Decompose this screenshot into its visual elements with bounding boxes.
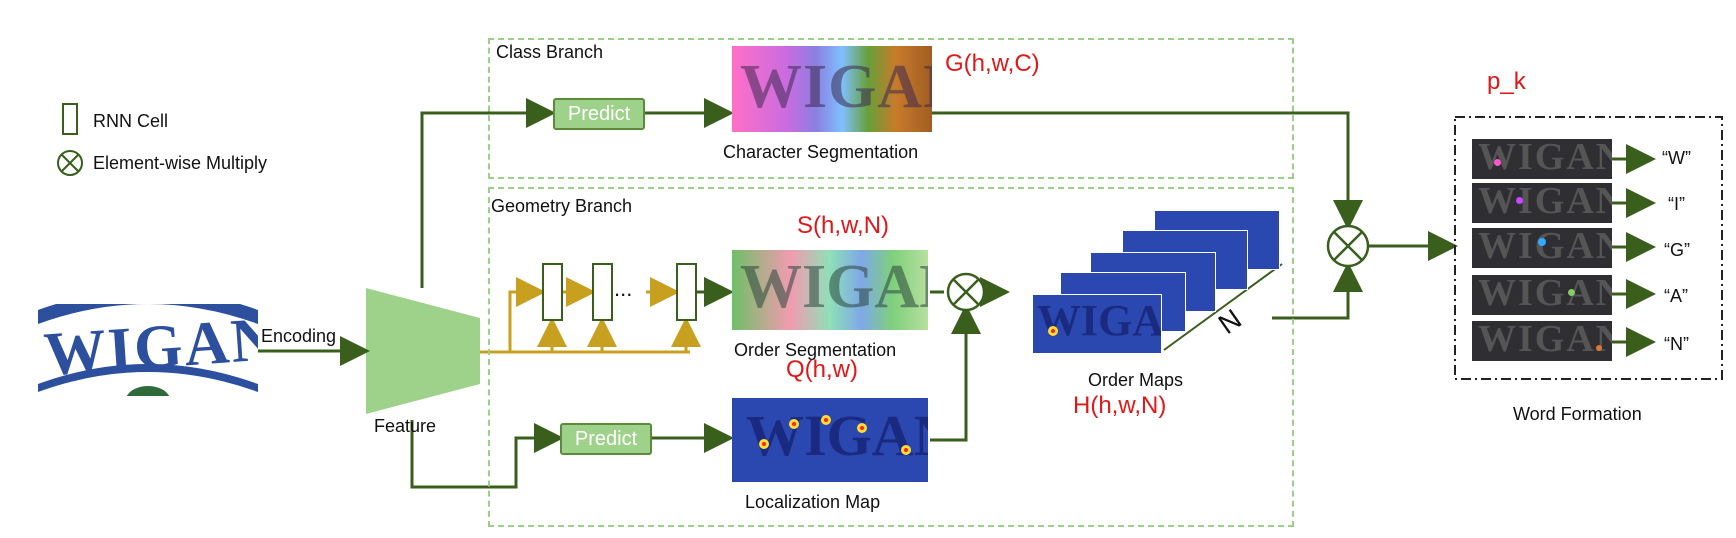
order-maps-caption: Order Maps	[1088, 370, 1184, 390]
word-row-4-char: “A”	[1664, 286, 1688, 306]
localization-map-image: WIGAN	[732, 398, 928, 482]
geometry-predict-block: Predict	[560, 423, 652, 455]
rnn-flow	[480, 263, 701, 354]
s-symbol: S(h,w,N)	[797, 212, 890, 239]
character-segmentation-caption: Character Segmentation	[723, 142, 919, 162]
word-row-3: WIGAN	[1472, 228, 1612, 268]
word-formation-caption: Word Formation	[1513, 404, 1642, 424]
character-segmentation-text: WIGAN	[740, 53, 932, 121]
word-row-5: WIGAN	[1472, 321, 1612, 361]
word-row-1-text: WIGAN	[1478, 139, 1612, 178]
word-row-5-dot	[1596, 345, 1602, 351]
word-row-3-char: “G”	[1664, 240, 1690, 260]
class-branch-box	[488, 38, 1294, 179]
word-row-3-dot	[1538, 238, 1546, 246]
word-row-5-text: WIGAN	[1478, 321, 1612, 360]
legend-multiply-icon	[57, 150, 83, 176]
word-row-2-text: WIGAN	[1478, 183, 1612, 222]
p-k-symbol: p_k	[1487, 68, 1526, 95]
geometry-branch-box	[488, 187, 1294, 527]
word-row-4-text: WIGAN	[1478, 275, 1612, 314]
q-symbol: Q(h,w)	[786, 356, 858, 383]
localization-map-text: WIGAN	[746, 403, 928, 468]
order-map-text: WIGAN	[1037, 296, 1162, 345]
word-formation-box	[1454, 116, 1723, 380]
word-row-4-dot	[1568, 289, 1575, 296]
input-image: WIGAN	[38, 304, 258, 396]
word-row-2-char: “I”	[1668, 194, 1685, 214]
h-symbol: H(h,w,N)	[1073, 392, 1167, 419]
order-segmentation-text: WIGAN	[740, 253, 928, 321]
character-segmentation-image: WIGAN	[732, 46, 932, 132]
encoder-shape	[366, 288, 480, 414]
rnn-ellipsis: ...	[614, 276, 633, 301]
encoding-label: Encoding	[261, 326, 337, 346]
word-row-1: WIGAN	[1472, 139, 1612, 179]
rnn-cell-2	[592, 263, 613, 321]
input-image-text: WIGAN	[41, 304, 258, 390]
class-branch-title: Class Branch	[496, 42, 604, 62]
g-symbol: G(h,w,C)	[945, 50, 1040, 77]
geometry-branch-title: Geometry Branch	[491, 196, 633, 216]
order-map-1: WIGAN	[1032, 294, 1162, 354]
order-segmentation-image: WIGAN	[732, 250, 928, 330]
legend-rnn-cell-icon	[62, 103, 78, 135]
class-predict-block: Predict	[553, 98, 645, 130]
localization-map-caption: Localization Map	[745, 492, 881, 512]
multiply-op-1	[946, 272, 986, 312]
word-row-2-dot	[1516, 197, 1523, 204]
word-row-1-dot	[1494, 159, 1501, 166]
legend-multiply-label: Element-wise Multiply	[93, 153, 268, 173]
rnn-cell-3	[676, 263, 697, 321]
order-segmentation-caption: Order Segmentation	[734, 340, 897, 360]
word-row-5-char: “N”	[1664, 334, 1689, 354]
rnn-cell-1	[542, 263, 563, 321]
word-row-3-text: WIGAN	[1478, 228, 1612, 267]
legend-rnn-cell-label: RNN Cell	[93, 111, 169, 131]
multiply-op-2	[1326, 224, 1370, 268]
word-row-1-char: “W”	[1662, 148, 1691, 168]
word-row-2: WIGAN	[1472, 183, 1612, 223]
word-row-4: WIGAN	[1472, 275, 1612, 315]
feature-label: Feature	[374, 416, 437, 436]
